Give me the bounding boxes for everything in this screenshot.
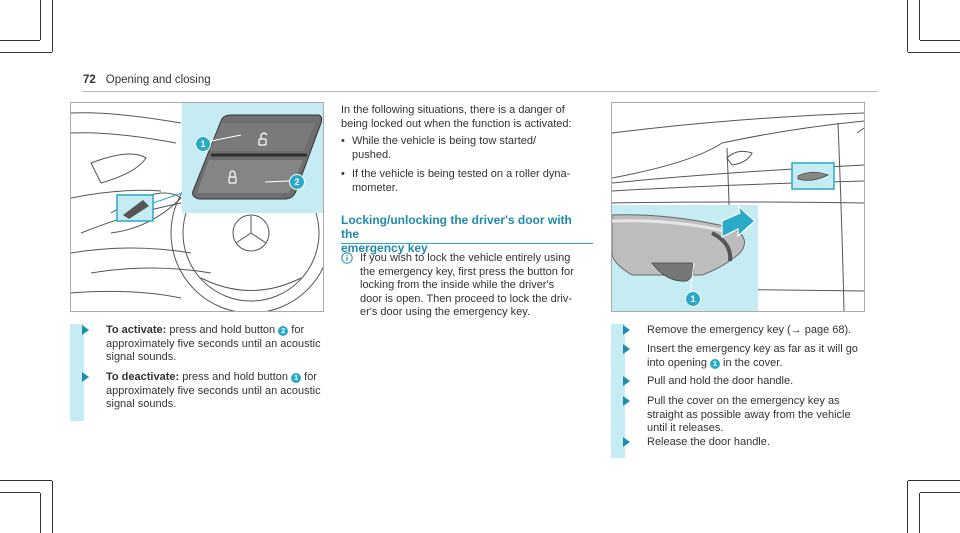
note-line: door is open. Then proceed to lock the d… [360, 292, 572, 305]
callout-badge: 1 [710, 358, 720, 369]
crop-mark [40, 0, 41, 40]
callout-badge: 1 [291, 373, 302, 383]
step-arrow-icon [82, 372, 89, 382]
step-line: approximately five seconds until an acou… [106, 337, 321, 350]
step-pull-cover: Pull the cover on the emergency key as s… [611, 395, 871, 445]
page-number: 72 [83, 74, 96, 86]
step-text: Pull and hold the door handle. [647, 375, 794, 387]
bullet-dot: • [341, 168, 345, 180]
section-heading-line: emergency key [341, 241, 428, 255]
step-line: signal sounds. [106, 398, 177, 410]
step-text-part: for [301, 371, 317, 383]
step-arrow-icon [623, 396, 630, 406]
bullet-text: While the vehicle is being tow started/ … [352, 135, 536, 162]
section-heading: Locking/unlocking the driver's door with… [341, 213, 593, 255]
note-line: locking from the inside while the driver… [360, 279, 555, 291]
info-icon [341, 252, 353, 264]
note-line: the emergency key, first press the butto… [360, 265, 574, 278]
note-line: er's door using the emergency key. [360, 306, 531, 318]
crop-mark [0, 40, 40, 41]
step-pull-handle: Pull and hold the door handle. [611, 375, 871, 397]
step-text-part: press and hold button [179, 371, 292, 383]
door-handle-illustration [612, 112, 864, 311]
step-text: Insert the emergency key as far as it wi… [647, 343, 858, 370]
crop-mark [920, 492, 960, 493]
step-line: Insert the emergency key as far as it wi… [647, 343, 858, 355]
step-insert-key: Insert the emergency key as far as it wi… [611, 343, 871, 379]
crop-mark [52, 0, 53, 52]
bullet-line: pushed. [352, 148, 392, 161]
step-remove-key: Remove the emergency key (→ page 68). [611, 324, 871, 346]
crop-mark [907, 481, 908, 533]
step-text-part: press and hold button [166, 324, 279, 336]
bullet-item: • While the vehicle is being tow started… [341, 135, 601, 163]
step-text: To activate: press and hold button 2 for… [106, 324, 321, 365]
crop-mark [919, 493, 920, 533]
crop-mark [52, 481, 53, 533]
bullet-line: If the vehicle is being tested on a roll… [352, 168, 571, 180]
step-arrow-icon [623, 437, 630, 447]
step-bar [70, 371, 84, 421]
step-text: Remove the emergency key (→ page 68). [647, 324, 852, 336]
crop-mark [908, 52, 960, 53]
crop-mark [908, 480, 960, 481]
step-line: approximately five seconds until an acou… [106, 384, 321, 397]
step-arrow-icon [623, 376, 630, 386]
page-header: 72 Opening and closing [83, 74, 211, 86]
crop-mark [0, 52, 52, 53]
callout-1: 1 [195, 136, 211, 152]
step-line: straight as possible away from the vehic… [647, 408, 851, 421]
step-deactivate: To deactivate: press and hold button 1 f… [70, 371, 330, 421]
note-line: If you wish to lock the vehicle entirely… [360, 252, 571, 264]
crop-mark [40, 493, 41, 533]
figure-door-handle: 1 [611, 102, 865, 312]
step-bar [611, 375, 625, 397]
step-text-part: for [288, 324, 305, 336]
header-divider [82, 91, 878, 92]
step-line: until it releases. [647, 422, 724, 434]
step-release-handle: Release the door handle. [611, 436, 871, 458]
step-text: Release the door handle. [647, 436, 770, 448]
callout-badge: 2 [278, 326, 289, 336]
crop-mark [0, 480, 52, 481]
step-bar [70, 324, 84, 374]
step-arrow-icon [82, 325, 89, 335]
crop-mark [919, 0, 920, 40]
step-arrow-icon [623, 344, 630, 354]
callout-1: 1 [685, 291, 701, 307]
bullet-dot: • [341, 135, 345, 147]
step-text-part: in the cover. [720, 356, 783, 369]
step-activate: To activate: press and hold button 2 for… [70, 324, 330, 374]
note-text: If you wish to lock the vehicle entirely… [360, 252, 595, 320]
bullet-line: While the vehicle is being tow started/ [352, 135, 537, 147]
bullet-text: If the vehicle is being tested on a roll… [352, 168, 570, 195]
crop-mark [920, 40, 960, 41]
section-title: Opening and closing [105, 74, 211, 86]
step-bar [611, 343, 625, 379]
intro-line: being locked out when the function is ac… [341, 117, 572, 130]
section-divider [341, 243, 593, 244]
step-arrow-icon [623, 325, 630, 335]
step-label: To activate: [106, 324, 167, 336]
callout-2: 2 [289, 174, 305, 190]
step-bar [611, 436, 625, 458]
step-text: Pull the cover on the emergency key as s… [647, 395, 851, 436]
step-text-part: into opening [647, 356, 710, 369]
step-line: Pull the cover on the emergency key as [647, 395, 840, 407]
bullet-item: • If the vehicle is being tested on a ro… [341, 168, 601, 196]
intro-line: In the following situations, there is a … [341, 104, 565, 116]
step-label: To deactivate: [106, 371, 180, 383]
step-bar [611, 395, 625, 445]
section-heading-line: Locking/unlocking the driver's door with… [341, 213, 572, 241]
bullet-line: mometer. [352, 181, 398, 194]
crop-mark [907, 0, 908, 52]
step-line: signal sounds. [106, 351, 177, 363]
figure-door-switch: 1 2 [70, 102, 324, 312]
intro-paragraph: In the following situations, there is a … [341, 104, 601, 131]
door-interior-illustration [71, 103, 323, 311]
step-text: To deactivate: press and hold button 1 f… [106, 371, 321, 412]
crop-mark [0, 492, 40, 493]
step-bar [611, 324, 625, 346]
